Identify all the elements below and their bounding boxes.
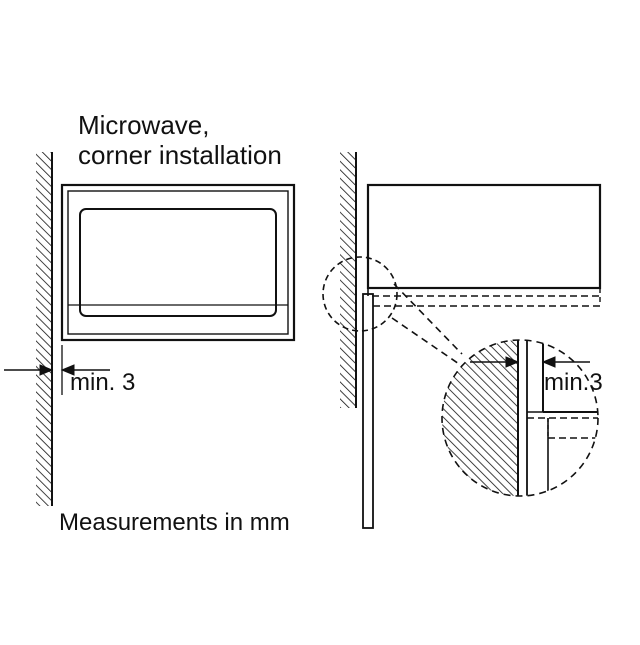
title-line-2: corner installation (78, 140, 282, 170)
diagram-title: Microwave, corner installation (78, 110, 282, 170)
detail-leader-lines (391, 283, 463, 367)
detail-marker-circle (322, 256, 398, 332)
microwave-front-view (60, 183, 296, 342)
detail-gap-dimension (470, 356, 590, 368)
title-line-1: Microwave, (78, 110, 210, 140)
detail-min-gap-label: min.3 (544, 369, 603, 396)
right-wall (340, 152, 357, 408)
cabinet-side-panel (362, 293, 374, 529)
measurements-note: Measurements in mm (59, 509, 290, 536)
left-gap-dimension (4, 345, 110, 395)
microwave-side-view (366, 183, 602, 307)
left-wall (36, 152, 53, 506)
left-min-gap-label: min. 3 (70, 369, 136, 396)
detail-magnified-view (441, 339, 599, 497)
